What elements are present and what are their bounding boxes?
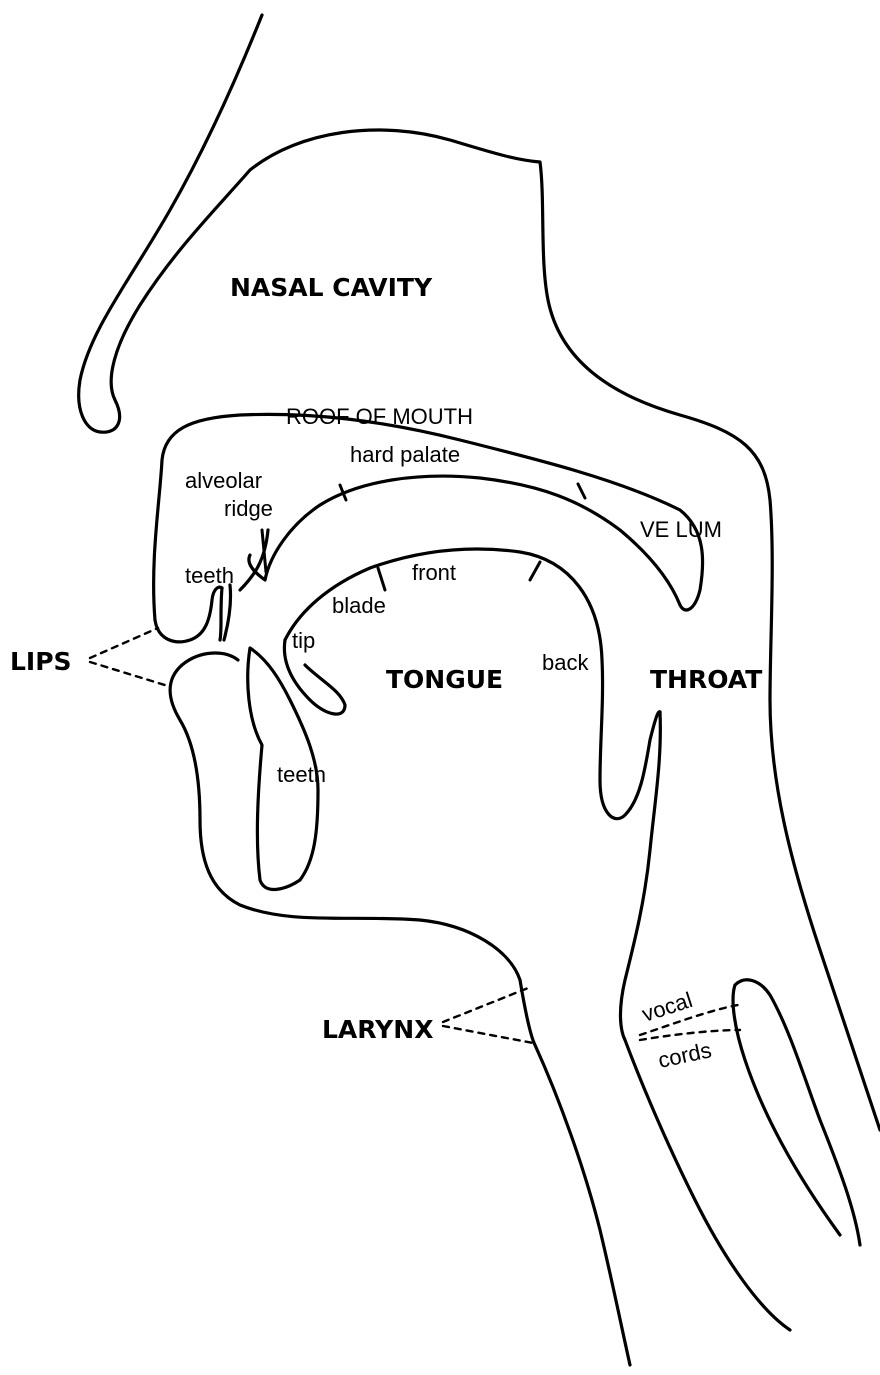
ridge-label: ridge	[224, 496, 273, 521]
tongue-front-label: front	[412, 560, 456, 585]
cords-label: cords	[656, 1037, 714, 1073]
hard-palate-label: hard palate	[350, 442, 460, 467]
lips-pointer-lower	[90, 662, 168, 686]
palate-tick-velum	[578, 484, 585, 498]
vocal-label: vocal	[639, 987, 696, 1027]
teeth-tick-upper	[262, 530, 266, 572]
tongue-tick-blade-front	[378, 568, 385, 590]
throat-label: THROAT	[650, 665, 762, 694]
larynx-pointer-upper	[443, 988, 528, 1022]
tongue-blade-label: blade	[332, 593, 386, 618]
tongue-label: TONGUE	[386, 665, 503, 694]
upper-lip-outline	[155, 587, 222, 642]
upper-teeth-label: teeth	[185, 563, 234, 588]
lips-pointer-upper	[90, 628, 158, 658]
larynx-pointer-lower	[443, 1026, 533, 1043]
tongue-tick-front-back	[530, 562, 540, 580]
velum-label: VE LUM	[640, 517, 722, 542]
vocal-cords-dotted-lower	[640, 1030, 740, 1040]
alveolar-label: alveolar	[185, 468, 262, 493]
tongue-tip-label: tip	[292, 628, 315, 653]
lips-label: LIPS	[10, 647, 72, 676]
neck-front-outline	[520, 980, 630, 1365]
tongue-back-label: back	[542, 650, 589, 675]
vocal-cord-flap-outline	[733, 980, 860, 1245]
roof-of-mouth-label: ROOF OF MOUTH	[286, 404, 473, 429]
larynx-label: LARYNX	[322, 1015, 433, 1044]
nasal-cavity-label: NASAL CAVITY	[230, 273, 433, 302]
lower-teeth-label: teeth	[277, 762, 326, 787]
